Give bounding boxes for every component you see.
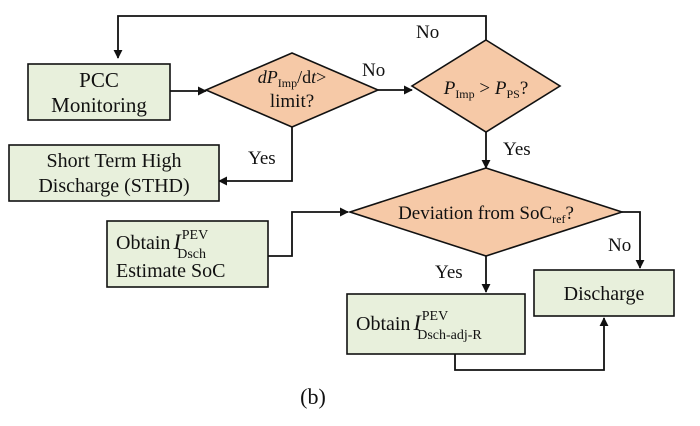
edge-label-no-rate: No xyxy=(362,60,385,81)
edge-deviation-no xyxy=(622,211,645,269)
stdh-line1: Short Term High xyxy=(47,150,182,172)
edge-label-no-top: No xyxy=(416,22,439,43)
pcc-line1: PCC xyxy=(79,68,119,92)
edge-label-yes-power: Yes xyxy=(503,139,531,160)
stdh-box xyxy=(8,144,220,202)
rate-decision-diamond xyxy=(203,52,381,128)
obtain-adj-box xyxy=(346,293,526,355)
edge-label-yes-rate: Yes xyxy=(248,148,276,169)
rate-decision-line1: dPImp/dt> xyxy=(258,67,327,90)
power-decision-label: PImp > PPS? xyxy=(443,78,529,101)
edge-label-yes-dev: Yes xyxy=(435,262,463,283)
deviation-decision-diamond xyxy=(347,167,625,257)
edge-rate-yes xyxy=(218,127,293,186)
edge-obtain-to-deviation xyxy=(268,207,349,257)
pcc-line2: Monitoring xyxy=(51,93,147,117)
figure-caption: (b) xyxy=(300,384,326,409)
edge-label-no-dev: No xyxy=(608,235,631,256)
discharge-box xyxy=(533,269,675,317)
edge-loop-no xyxy=(113,15,487,59)
deviation-decision-label: Deviation from SoCref? xyxy=(398,203,574,226)
edge-adj-to-discharge xyxy=(454,317,609,371)
power-decision-diamond xyxy=(410,39,562,133)
rate-decision-line2: limit? xyxy=(270,91,314,112)
obtain-dsch-line2: Estimate SoC xyxy=(116,260,225,282)
stdh-line2: Discharge (STHD) xyxy=(38,175,189,197)
obtain-dsch-box xyxy=(106,220,269,288)
pcc-monitoring-box xyxy=(27,63,171,121)
discharge-label: Discharge xyxy=(564,283,645,305)
